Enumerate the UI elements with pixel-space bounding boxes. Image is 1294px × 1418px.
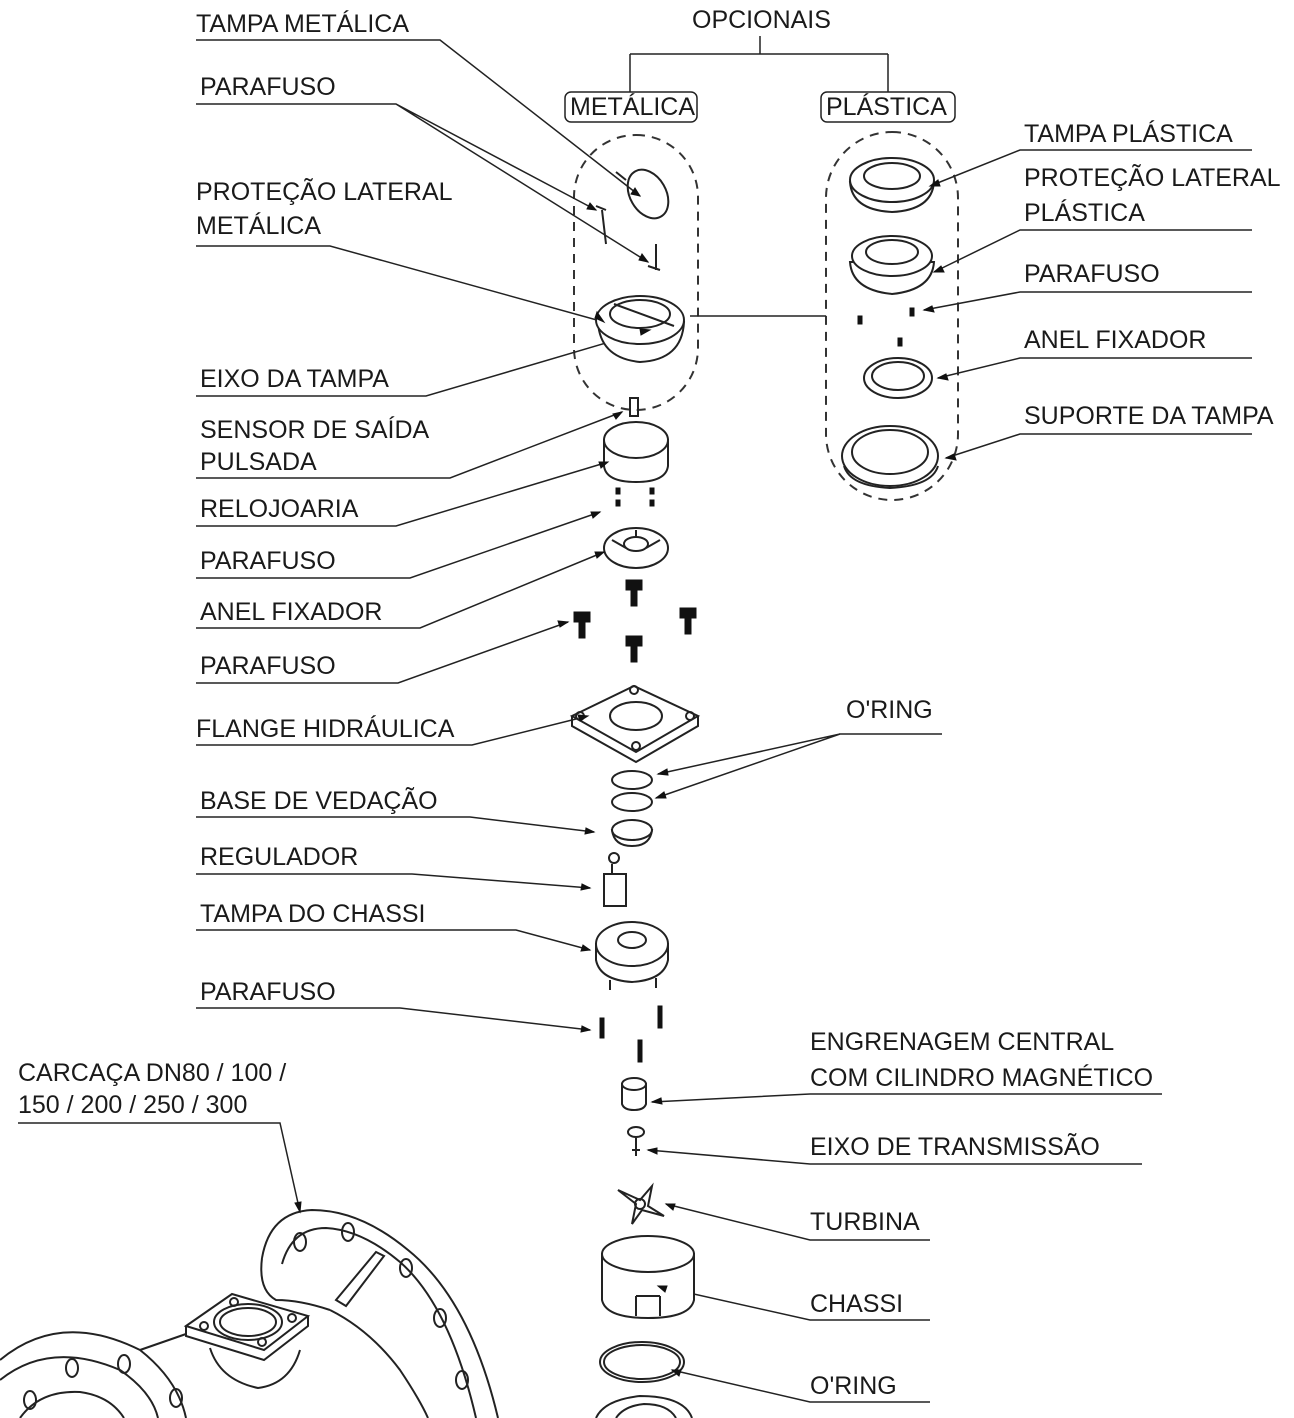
eixo-de-transmissao-part <box>627 1126 645 1156</box>
protecao-lateral-plastica-part <box>848 235 936 296</box>
relojoaria-part <box>603 421 669 484</box>
label-engrenagem-1: ENGRENAGEM CENTRAL <box>810 1028 1114 1056</box>
label-tampa-metalica: TAMPA METÁLICA <box>196 9 409 38</box>
label-tampa-plastica: TAMPA PLÁSTICA <box>1024 119 1233 148</box>
tampa-plastica-part <box>848 157 936 214</box>
carcaca-part <box>0 1208 499 1418</box>
parafuso-relojoaria-part <box>615 487 655 507</box>
base-de-vedacao-part <box>610 819 654 848</box>
parafuso-metalica-part <box>595 205 661 271</box>
label-parafuso-4: PARAFUSO <box>200 978 336 1006</box>
label-regulador: REGULADOR <box>200 843 358 871</box>
oring-flange-part <box>611 770 653 812</box>
chassi-part <box>601 1235 695 1320</box>
label-tampa-do-chassi: TAMPA DO CHASSI <box>200 900 426 928</box>
label-parafuso-3: PARAFUSO <box>200 652 336 680</box>
label-oring-2: O'RING <box>810 1372 897 1400</box>
label-plastica: PLÁSTICA <box>826 92 947 121</box>
regulador-part <box>603 852 627 907</box>
eixo-da-tampa-part <box>629 397 639 417</box>
anel-fixador-part <box>603 527 669 569</box>
label-turbina: TURBINA <box>810 1208 920 1236</box>
label-chassi: CHASSI <box>810 1290 903 1318</box>
label-sensor-1: SENSOR DE SAÍDA <box>200 415 430 444</box>
parafuso-anel-part <box>573 579 697 663</box>
protecao-lateral-metalica-part <box>595 295 686 364</box>
label-parafuso-plastica: PARAFUSO <box>1024 260 1160 288</box>
carcaca-top-part <box>595 1394 693 1418</box>
label-parafuso-2: PARAFUSO <box>200 547 336 575</box>
suporte-da-tampa-part <box>841 425 939 490</box>
label-protecao-lateral-metalica-1: PROTEÇÃO LATERAL <box>196 177 453 206</box>
label-flange-hidraulica: FLANGE HIDRÁULICA <box>196 714 455 743</box>
label-protecao-lateral-plastica-1: PROTEÇÃO LATERAL <box>1024 163 1281 192</box>
leader-lines <box>18 39 1252 1403</box>
label-opcionais: OPCIONAIS <box>692 6 831 34</box>
options-bracket <box>564 36 956 123</box>
label-engrenagem-2: COM CILINDRO MAGNÉTICO <box>810 1063 1153 1092</box>
oring-chassi-part <box>599 1341 685 1383</box>
label-oring-1: O'RING <box>846 696 933 724</box>
anel-fixador-plastica-part <box>863 357 933 399</box>
label-carcaca-1: CARCAÇA DN80 / 100 / <box>18 1059 286 1087</box>
label-sensor-2: PULSADA <box>200 448 317 476</box>
tampa-do-chassi-part <box>595 921 669 990</box>
parafuso-plastica-part <box>857 307 915 347</box>
parafuso-chassi-part <box>599 1005 663 1063</box>
label-relojoaria: RELOJOARIA <box>200 495 359 523</box>
turbina-part <box>617 1182 665 1225</box>
label-protecao-lateral-metalica-2: METÁLICA <box>196 211 321 240</box>
label-eixo-de-transmissao: EIXO DE TRANSMISSÃO <box>810 1132 1100 1161</box>
label-anel-fixador-plastica: ANEL FIXADOR <box>1024 326 1206 354</box>
metal-options-outline <box>573 134 699 411</box>
label-base-de-vedacao: BASE DE VEDAÇÃO <box>200 786 438 815</box>
label-carcaca-2: 150 / 200 / 250 / 300 <box>18 1091 247 1119</box>
label-protecao-lateral-plastica-2: PLÁSTICA <box>1024 198 1145 227</box>
arrow-heads <box>294 179 957 1377</box>
label-suporte-da-tampa: SUPORTE DA TAMPA <box>1024 402 1274 430</box>
flange-hidraulica-part <box>569 684 701 764</box>
label-eixo-da-tampa: EIXO DA TAMPA <box>200 365 389 393</box>
label-anel-fixador: ANEL FIXADOR <box>200 598 382 626</box>
label-parafuso-1: PARAFUSO <box>200 73 336 101</box>
tampa-metalica-part <box>615 168 670 220</box>
label-metalica: METÁLICA <box>570 92 695 121</box>
engrenagem-central-part <box>621 1077 647 1112</box>
labels: TAMPA METÁLICA OPCIONAIS METÁLICA PLÁSTI… <box>18 6 1281 1400</box>
